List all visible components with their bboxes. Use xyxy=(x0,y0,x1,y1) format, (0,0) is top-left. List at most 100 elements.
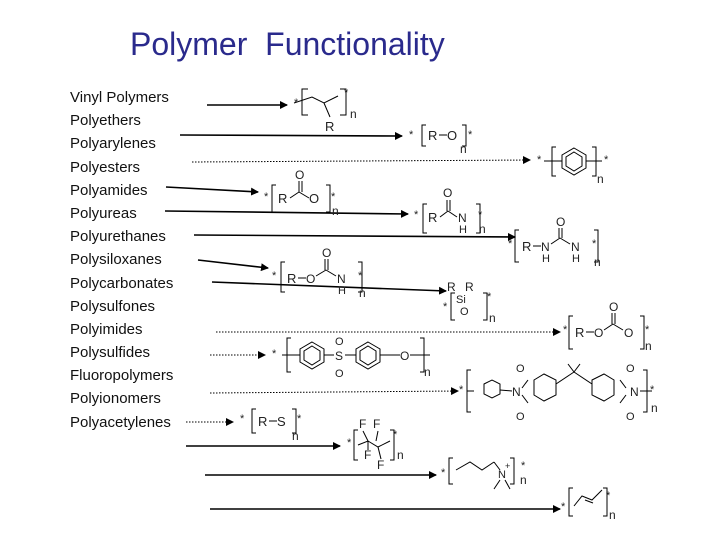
svg-text:N: N xyxy=(458,211,467,225)
list-item: Fluoropolymers xyxy=(70,367,174,385)
svg-text:*: * xyxy=(645,324,650,336)
arrow-siloxane xyxy=(211,281,447,295)
svg-text:O: O xyxy=(626,363,635,375)
arrow-urethane xyxy=(197,259,269,272)
arrow-imide xyxy=(209,387,459,396)
svg-text:O: O xyxy=(516,363,525,375)
svg-text:R: R xyxy=(287,271,296,286)
svg-text:*: * xyxy=(459,384,464,396)
svg-text:*: * xyxy=(563,324,568,336)
svg-text:n: n xyxy=(651,401,658,415)
list-item: Polyamides xyxy=(70,181,148,199)
svg-text:n: n xyxy=(520,473,527,487)
svg-text:*: * xyxy=(272,270,277,282)
svg-text:F: F xyxy=(373,417,380,431)
list-item: Polysulfides xyxy=(70,344,151,362)
structure-arylene: * * n xyxy=(537,146,609,186)
svg-text:F: F xyxy=(364,448,371,462)
svg-text:O: O xyxy=(295,168,304,182)
structure-ether: * R O * n xyxy=(409,124,473,156)
svg-text:*: * xyxy=(606,490,611,502)
svg-text:R: R xyxy=(447,280,456,294)
list-item: Polysiloxanes xyxy=(70,251,162,269)
svg-text:n: n xyxy=(460,142,467,156)
svg-text:*: * xyxy=(297,413,302,425)
svg-text:*: * xyxy=(358,270,363,282)
svg-text:H: H xyxy=(572,253,580,265)
svg-text:Si: Si xyxy=(456,294,466,306)
svg-text:O: O xyxy=(624,326,633,340)
svg-text:*: * xyxy=(537,154,542,166)
svg-text:O: O xyxy=(460,306,469,318)
svg-text:H: H xyxy=(459,224,467,236)
svg-text:n: n xyxy=(332,204,339,218)
structure-sulfone: * S O O O n xyxy=(272,336,431,380)
arrow-urea xyxy=(193,232,516,241)
svg-text:H: H xyxy=(338,285,346,297)
svg-text:O: O xyxy=(516,411,525,423)
structure-sulfide: * R S * n xyxy=(240,408,302,443)
svg-text:*: * xyxy=(443,301,448,313)
svg-text:*: * xyxy=(508,238,513,250)
list-item: Polyionomers xyxy=(70,390,161,408)
svg-text:*: * xyxy=(592,238,597,250)
svg-text:*: * xyxy=(414,209,419,221)
structure-vinyl: * * R n xyxy=(293,87,357,134)
svg-text:*: * xyxy=(272,348,277,360)
svg-text:R: R xyxy=(575,325,584,340)
svg-text:R: R xyxy=(522,239,531,254)
structure-urethane: * R O O N H * n xyxy=(272,246,366,300)
arrow-ether xyxy=(179,131,403,140)
svg-text:S: S xyxy=(277,414,286,429)
svg-text:n: n xyxy=(397,448,404,462)
svg-text:*: * xyxy=(347,437,352,449)
structure-ionomer: * N + * n xyxy=(441,457,527,490)
n-label: n xyxy=(350,107,357,121)
list-item: Polyethers xyxy=(70,112,141,130)
list-item: Polycarbonates xyxy=(70,274,174,292)
svg-text:n: n xyxy=(645,339,652,353)
svg-text:O: O xyxy=(400,349,409,363)
svg-text:O: O xyxy=(443,186,452,200)
structure-acetylene: * * n xyxy=(561,487,616,522)
star: * xyxy=(344,87,349,99)
list-item: Polyurethanes xyxy=(70,228,166,246)
arrows xyxy=(164,101,561,513)
star: * xyxy=(294,97,299,109)
svg-text:*: * xyxy=(521,460,526,472)
svg-text:O: O xyxy=(594,326,603,340)
list-item: Polyarylenes xyxy=(70,135,156,153)
svg-text:R: R xyxy=(428,210,437,225)
svg-text:n: n xyxy=(489,311,496,325)
svg-text:O: O xyxy=(322,246,331,260)
svg-text:n: n xyxy=(424,365,431,379)
structure-urea: * R N H O N H * n xyxy=(508,215,601,269)
svg-text:O: O xyxy=(335,336,344,348)
svg-text:*: * xyxy=(264,191,269,203)
arrow-arylene xyxy=(191,156,531,165)
list-item: Polyimides xyxy=(70,320,143,338)
structure-imide: * N O O O O N * n xyxy=(459,363,658,423)
structure-siloxane: R R Si O * * n xyxy=(443,280,496,325)
svg-text:*: * xyxy=(604,154,609,166)
svg-text:S: S xyxy=(335,349,343,363)
svg-text:H: H xyxy=(542,253,550,265)
list-item: Polysulfones xyxy=(70,297,156,315)
structure-amide: * R O N H * n xyxy=(414,186,486,236)
svg-text:*: * xyxy=(650,384,655,396)
svg-text:n: n xyxy=(597,172,604,186)
svg-text:R: R xyxy=(465,280,474,294)
svg-text:n: n xyxy=(359,286,366,300)
svg-text:*: * xyxy=(441,467,446,479)
svg-text:O: O xyxy=(309,191,319,206)
svg-text:*: * xyxy=(240,413,245,425)
svg-text:n: n xyxy=(479,222,486,236)
svg-text:*: * xyxy=(561,501,566,513)
svg-text:O: O xyxy=(306,272,315,286)
svg-text:R: R xyxy=(258,414,267,429)
svg-text:*: * xyxy=(331,191,336,203)
svg-text:O: O xyxy=(556,215,565,229)
list-item: Polyureas xyxy=(70,204,137,222)
svg-text:N: N xyxy=(571,240,580,254)
